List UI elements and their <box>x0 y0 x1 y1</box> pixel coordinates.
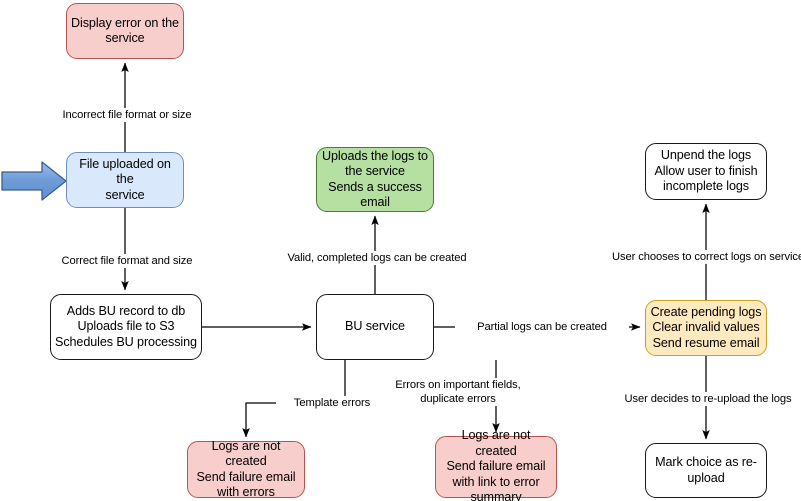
edge-label-important-errors: Errors on important fields, duplicate er… <box>381 378 535 406</box>
node-file-uploaded-label: File uploaded on the service <box>79 156 171 202</box>
node-logs-not-created-link[interactable]: Logs are not created Send failure email … <box>435 428 557 501</box>
edge-label-user-reupload: User decides to re-upload the logs <box>611 392 801 406</box>
start-block-arrow <box>1 161 67 201</box>
node-logs-not-created-errors[interactable]: Logs are not created Send failure email … <box>187 438 305 500</box>
edge-label-incorrect-format: Incorrect file format or size <box>0 108 254 122</box>
edge-label-partial-logs: Partial logs can be created <box>455 320 629 334</box>
node-bu-service-label: BU service <box>345 319 405 334</box>
node-logs-not-created-errors-label: Logs are not created Send failure email … <box>196 438 296 500</box>
node-adds-bu-record[interactable]: Adds BU record to db Uploads file to S3 … <box>50 294 202 360</box>
edge-label-valid-logs: Valid, completed logs can be created <box>265 251 489 265</box>
node-adds-bu-record-label: Adds BU record to db Uploads file to S3 … <box>55 303 197 349</box>
node-display-error[interactable]: Display error on the service <box>66 3 184 59</box>
node-bu-service[interactable]: BU service <box>316 294 434 360</box>
node-create-pending-logs-label: Create pending logs Clear invalid values… <box>650 304 762 350</box>
node-uploads-logs[interactable]: Uploads the logs to the service Sends a … <box>316 147 434 212</box>
node-display-error-label: Display error on the service <box>71 15 179 46</box>
node-unpend-logs[interactable]: Unpend the logs Allow user to finish inc… <box>645 143 767 200</box>
edge-label-correct-format: Correct file format and size <box>0 254 254 268</box>
node-mark-choice[interactable]: Mark choice as re- upload <box>645 443 767 498</box>
node-unpend-logs-label: Unpend the logs Allow user to finish inc… <box>654 148 758 194</box>
edge-label-template-errors: Template errors <box>276 396 388 410</box>
node-logs-not-created-link-label: Logs are not created Send failure email … <box>446 428 546 501</box>
node-uploads-logs-label: Uploads the logs to the service Sends a … <box>322 148 428 210</box>
node-mark-choice-label: Mark choice as re- upload <box>655 455 757 485</box>
node-create-pending-logs[interactable]: Create pending logs Clear invalid values… <box>645 300 767 356</box>
node-file-uploaded[interactable]: File uploaded on the service <box>66 152 184 208</box>
edge-label-user-corrects: User chooses to correct logs on service <box>596 250 801 264</box>
